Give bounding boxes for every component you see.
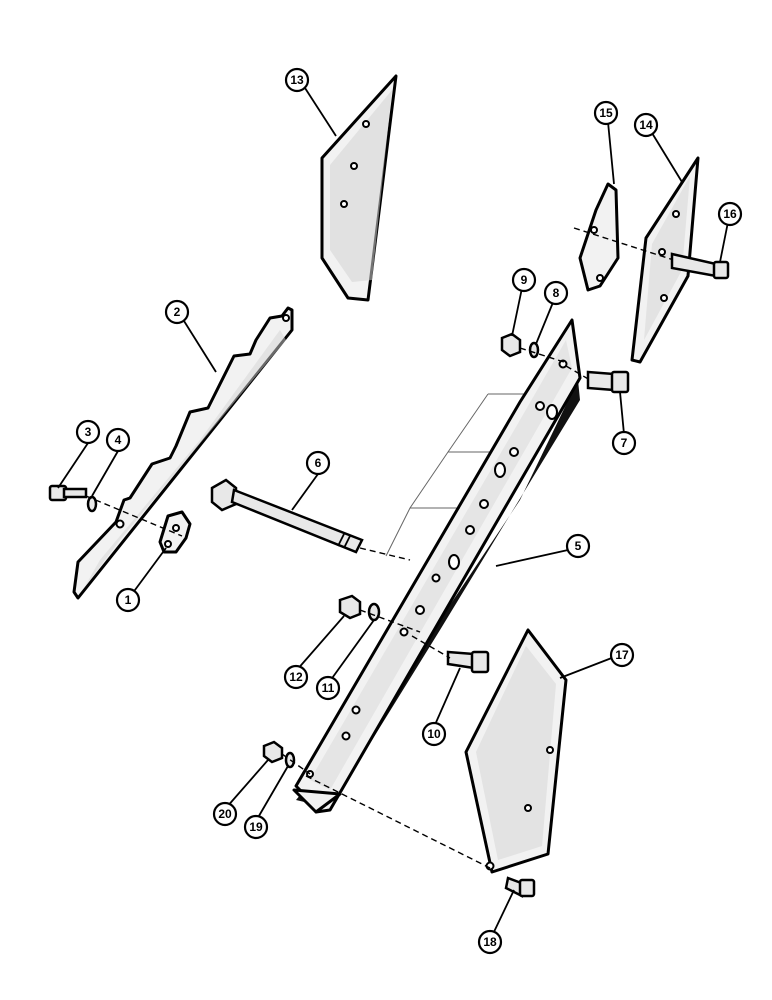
part-8-washer <box>528 341 540 359</box>
part-10-bolt <box>446 650 490 674</box>
callout-label: 2 <box>174 305 181 319</box>
part-15-bracket <box>578 182 620 292</box>
callout-15: 15 <box>593 100 619 126</box>
callout-label: 3 <box>85 425 92 439</box>
callout-label: 7 <box>621 436 628 450</box>
callout-label: 20 <box>218 807 232 821</box>
callout-label: 10 <box>427 727 441 741</box>
leader-lines <box>57 87 729 937</box>
part-12-nut <box>338 594 362 620</box>
part-2-serrated-bar <box>72 306 294 600</box>
callout-6: 6 <box>305 450 331 476</box>
callout-14: 14 <box>633 112 659 138</box>
assembly-line-6 <box>359 547 411 561</box>
callout-17: 17 <box>609 642 635 668</box>
callout-label: 14 <box>639 118 653 132</box>
callout-11: 11 <box>315 675 341 701</box>
assembly-line-12 <box>359 609 421 633</box>
callout-label: 13 <box>290 73 304 87</box>
callout-label: 1 <box>125 593 132 607</box>
callout-label: 15 <box>599 106 613 120</box>
callout-label: 8 <box>553 286 560 300</box>
callout-5: 5 <box>565 533 591 559</box>
part-9-nut <box>500 332 522 358</box>
part-16-bolt <box>670 252 730 280</box>
callout-label: 9 <box>521 273 528 287</box>
callout-12: 12 <box>283 664 309 690</box>
assembly-line-7 <box>565 365 591 381</box>
part-1-clip <box>158 510 192 554</box>
callout-18: 18 <box>477 929 503 955</box>
part-13-shin-plate <box>320 74 398 302</box>
callout-label: 11 <box>322 681 335 695</box>
callout-label: 19 <box>249 820 263 834</box>
callout-20: 20 <box>212 801 238 827</box>
part-20-nut <box>262 740 284 764</box>
assembly-line-20 <box>281 753 311 775</box>
part-6-long-bolt <box>210 478 364 554</box>
part-18-bolt <box>504 876 536 898</box>
assembly-line-10 <box>411 635 451 659</box>
assembly-line-17 <box>305 775 491 869</box>
callout-label: 12 <box>289 670 303 684</box>
callout-9: 9 <box>511 267 537 293</box>
assembly-line-3-1 <box>85 495 183 537</box>
callout-16: 16 <box>717 201 743 227</box>
callout-19: 19 <box>243 814 269 840</box>
callout-4: 4 <box>105 427 131 453</box>
callout-7: 7 <box>611 430 637 456</box>
assembly-line-14 <box>573 227 681 263</box>
callout-label: 17 <box>615 648 629 662</box>
part-5-main-bar <box>292 318 582 814</box>
part-19-washer <box>284 751 296 769</box>
callout-label: 18 <box>483 935 497 949</box>
part-7-bolt <box>586 370 630 394</box>
part-11-washer <box>367 602 381 622</box>
callout-label: 16 <box>723 207 737 221</box>
callout-label: 5 <box>575 539 582 553</box>
part-3-bolt <box>48 484 88 502</box>
part-17-plate <box>464 628 568 874</box>
assembly-line-9 <box>519 347 565 363</box>
callout-8: 8 <box>543 280 569 306</box>
callout-1: 1 <box>115 587 141 613</box>
part-14-plate <box>630 156 700 364</box>
construction-lines <box>385 393 524 557</box>
callout-3: 3 <box>75 419 101 445</box>
part-4-washer <box>86 495 98 513</box>
callout-label: 6 <box>315 456 322 470</box>
callout-2: 2 <box>164 299 190 325</box>
callout-10: 10 <box>421 721 447 747</box>
callout-13: 13 <box>284 67 310 93</box>
callout-label: 4 <box>115 433 122 447</box>
